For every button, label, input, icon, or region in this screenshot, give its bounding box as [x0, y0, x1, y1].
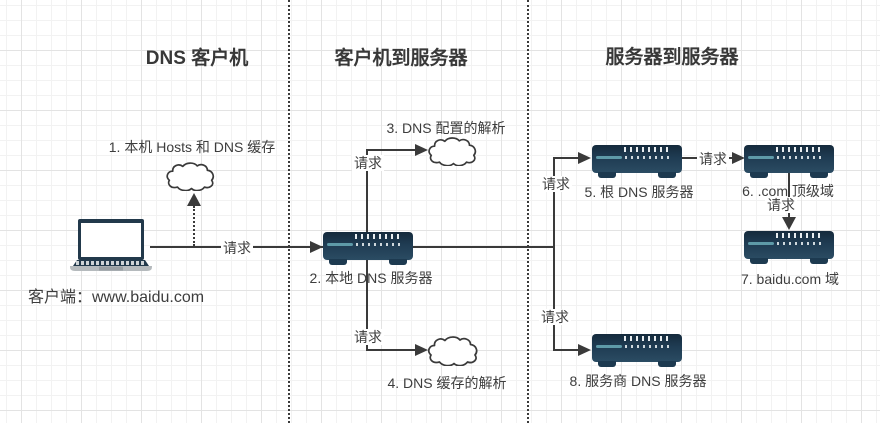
server-local-dns-icon[interactable]	[323, 232, 413, 265]
edge-to-server8-line	[553, 349, 579, 351]
server-vent-ticks-icon	[355, 234, 402, 239]
server-isp-dns-icon[interactable]	[592, 334, 682, 367]
cloud-hosts-dns-cache-icon[interactable]	[166, 162, 216, 196]
server-drive-bar-icon	[748, 242, 774, 245]
server-led-dots-icon	[777, 156, 823, 159]
server-drive-bar-icon	[596, 156, 622, 159]
server2-label: 2. 本地 DNS 服务器	[309, 270, 433, 286]
server-vent-ticks-icon	[624, 147, 671, 152]
server-led-dots-icon	[625, 345, 671, 348]
edge-to-server5-line	[553, 157, 579, 159]
server-foot-icon	[750, 258, 768, 264]
section-title-client-to-server: 客户机到服务器	[334, 48, 468, 69]
cloud-dns-cache-resolve-icon[interactable]	[427, 336, 480, 371]
client-laptop-icon[interactable]	[69, 219, 153, 276]
server-led-dots-icon	[777, 242, 823, 245]
edge-client-to-cloud1-dotted-line	[193, 206, 195, 246]
server-foot-icon	[810, 172, 828, 178]
edge-label-request-server7: 请求	[765, 197, 797, 214]
server-foot-icon	[329, 259, 347, 265]
server-foot-icon	[598, 172, 616, 178]
server-baidu-domain-icon[interactable]	[744, 231, 834, 264]
server-foot-icon	[389, 259, 407, 265]
server7-label: 7. baidu.com 域	[740, 271, 840, 287]
arrowhead-into-cloud4-icon	[415, 344, 428, 356]
server-root-dns-icon[interactable]	[592, 145, 682, 178]
edge-right-branch-line	[553, 157, 555, 351]
server-drive-bar-icon	[748, 156, 774, 159]
server-foot-icon	[810, 258, 828, 264]
cloud1-label: 1. 本机 Hosts 和 DNS 缓存	[108, 139, 276, 155]
section-title-dns-client: DNS 客户机	[145, 48, 249, 69]
edge-server6-to-server7-line	[788, 172, 790, 218]
server-foot-icon	[658, 361, 676, 367]
server8-label: 8. 服务商 DNS 服务器	[569, 373, 707, 389]
section-divider-1	[288, 0, 290, 423]
server6-label: 6. .com 顶级域	[742, 183, 834, 199]
edge-label-request-cloud4: 请求	[352, 329, 384, 346]
client-label: 客户端：www.baidu.com	[28, 289, 205, 306]
edge-label-request-server6: 请求	[697, 151, 729, 168]
arrowhead-into-server2-icon	[310, 241, 323, 253]
server-vent-ticks-icon	[624, 336, 671, 341]
server-drive-bar-icon	[327, 243, 353, 246]
edge-to-cloud4-line	[366, 349, 416, 351]
server-led-dots-icon	[356, 243, 402, 246]
edge-label-request-server8: 请求	[539, 309, 571, 326]
cloud-dns-config-icon[interactable]	[427, 137, 479, 171]
edge-label-request-server5: 请求	[540, 176, 572, 193]
server-foot-icon	[750, 172, 768, 178]
arrowhead-into-cloud1-icon	[187, 193, 201, 206]
server5-label: 5. 根 DNS 服务器	[584, 184, 694, 200]
server-led-dots-icon	[625, 156, 671, 159]
cloud3-label: 3. DNS 配置的解析	[386, 120, 506, 136]
edge-to-cloud3-line	[366, 149, 416, 151]
arrowhead-into-server7-icon	[782, 217, 796, 230]
arrowhead-into-server5-icon	[578, 152, 591, 164]
arrowhead-into-server6-icon	[732, 152, 745, 164]
section-title-server-to-server: 服务器到服务器	[605, 47, 739, 68]
edge-label-request-cloud3: 请求	[352, 155, 384, 172]
edge-label-request-client: 请求	[221, 240, 253, 257]
arrowhead-into-cloud3-icon	[415, 144, 428, 156]
server-vent-ticks-icon	[776, 233, 823, 238]
server-foot-icon	[658, 172, 676, 178]
server-com-tld-icon[interactable]	[744, 145, 834, 178]
server-drive-bar-icon	[596, 345, 622, 348]
arrowhead-into-server8-icon	[578, 344, 591, 356]
server-vent-ticks-icon	[776, 147, 823, 152]
section-divider-2	[527, 0, 529, 423]
cloud4-label: 4. DNS 缓存的解析	[387, 375, 507, 391]
server-foot-icon	[598, 361, 616, 367]
